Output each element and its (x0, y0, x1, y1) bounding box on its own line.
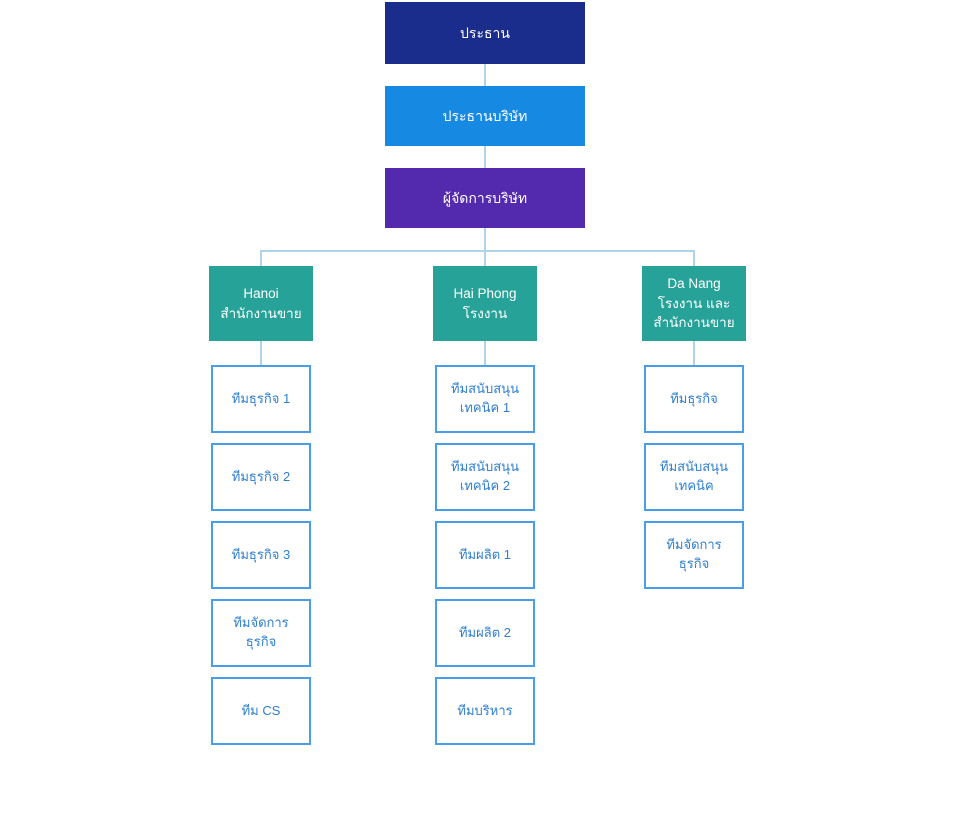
org-node-branch-hanoi[interactable]: Hanoi สำนักงานขาย (209, 266, 313, 341)
connector-line (693, 252, 695, 266)
org-node-team[interactable]: ทีมจัดการ ธุรกิจ (644, 521, 744, 589)
connector-line (484, 64, 486, 86)
org-node-team[interactable]: ทีมบริหาร (435, 677, 535, 745)
org-node-company-manager[interactable]: ผู้จัดการบริษัท (385, 168, 585, 228)
connector-line (484, 341, 486, 365)
org-node-team[interactable]: ทีมธุรกิจ 3 (211, 521, 311, 589)
connector-line (260, 341, 262, 365)
org-node-team[interactable]: ทีมสนับสนุน เทคนิค 1 (435, 365, 535, 433)
org-node-team[interactable]: ทีมธุรกิจ (644, 365, 744, 433)
org-node-company-president[interactable]: ประธานบริษัท (385, 86, 585, 146)
connector-line (260, 252, 262, 266)
org-node-team[interactable]: ทีมผลิต 2 (435, 599, 535, 667)
org-node-chairman[interactable]: ประธาน (385, 2, 585, 64)
org-node-team[interactable]: ทีมธุรกิจ 2 (211, 443, 311, 511)
org-node-branch-da-nang[interactable]: Da Nang โรงงาน และ สำนักงานขาย (642, 266, 746, 341)
org-node-team[interactable]: ทีมจัดการ ธุรกิจ (211, 599, 311, 667)
org-node-team[interactable]: ทีม CS (211, 677, 311, 745)
connector-line (260, 250, 695, 252)
org-node-team[interactable]: ทีมสนับสนุน เทคนิค (644, 443, 744, 511)
connector-line (484, 228, 486, 251)
connector-line (693, 341, 695, 365)
org-node-team[interactable]: ทีมผลิต 1 (435, 521, 535, 589)
org-node-team[interactable]: ทีมสนับสนุน เทคนิค 2 (435, 443, 535, 511)
connector-line (484, 252, 486, 266)
org-node-branch-hai-phong[interactable]: Hai Phong โรงงาน (433, 266, 537, 341)
org-node-team[interactable]: ทีมธุรกิจ 1 (211, 365, 311, 433)
connector-line (484, 146, 486, 168)
